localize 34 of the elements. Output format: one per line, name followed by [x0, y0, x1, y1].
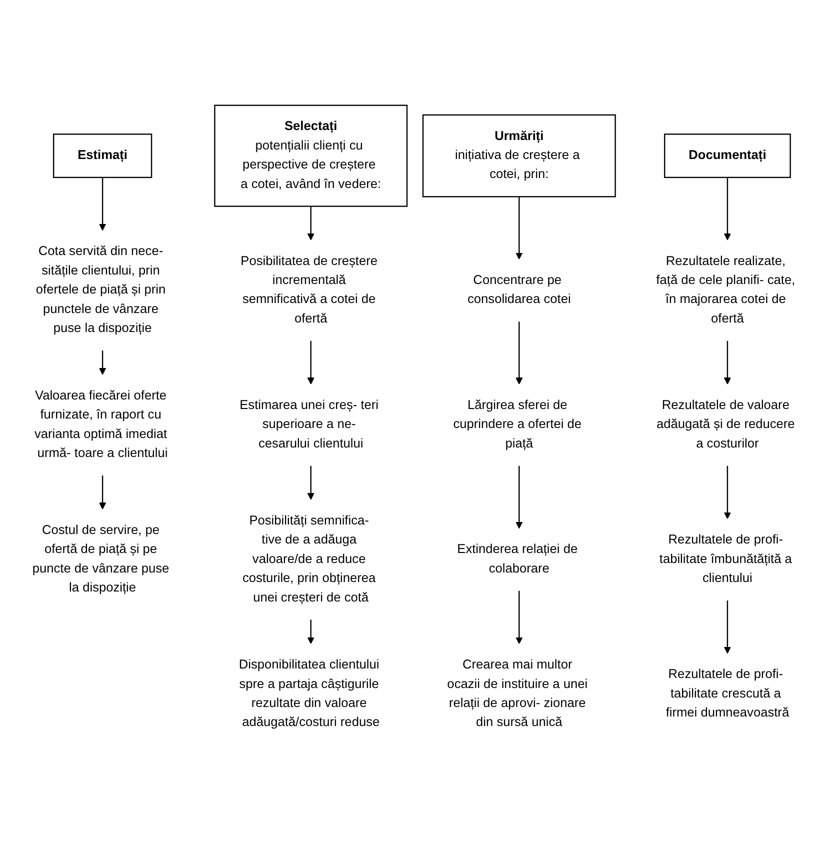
arrow [307, 340, 314, 384]
node-text: Lărgirea sferei de cuprindere a ofertei de piață [453, 398, 582, 451]
arrow [724, 340, 731, 384]
node-text: Extinderea relației de colaborare [457, 542, 578, 576]
arrow [99, 475, 106, 510]
arrow [307, 620, 314, 644]
node-box [664, 134, 791, 178]
arrow [99, 350, 106, 375]
arrow [724, 466, 731, 520]
node-box [214, 104, 408, 207]
node-text: Rezultatele realizate, față de cele planifi- cate, în majorarea cotei de ofertă [656, 254, 796, 326]
node-text: Valoarea fiecărei oferte furnizate, în raport cu varianta optimă imediat urmă- toare a clientului [34, 388, 168, 460]
arrow [99, 177, 106, 231]
arrow [516, 322, 523, 384]
arrow [516, 590, 523, 644]
node-text: Rezultatele de valoare adăugată și de reducere a costurilor [656, 398, 795, 451]
node-text: Posibilitatea de creștere incrementală semnificativă a cotei de ofertă [240, 254, 378, 326]
node-text: Disponibilitatea clientului spre a partaja câștigurile rezultate din valoare adăugată/costuri reduse [238, 658, 380, 730]
node-text: Crearea mai multor ocazii de instituire a unei relații de aprovi- zionare din sursă unică [447, 658, 588, 730]
arrow [724, 177, 731, 240]
node-text: Cota servită din nece- sitățile clientului, prin ofertele de piață și prin punctele de vânzare puse la dispoziție [36, 244, 166, 336]
arrow [516, 466, 523, 529]
node-text: Costul de servire, pe ofertă de piață și pe puncte de vânzare puse la dispoziție [32, 524, 170, 595]
arrow [307, 466, 314, 500]
arrow [307, 206, 314, 240]
node-box [52, 134, 152, 178]
node-text: Concentrare pe consolidarea cotei [467, 274, 571, 306]
node-text: Rezultatele de profi- tabilitate îmbunătățită a clientului [659, 533, 792, 586]
arrow [724, 600, 731, 654]
node-box [422, 114, 616, 198]
node-text: Estimarea unei creș- teri superioare a ne- cesarului clientului [240, 398, 379, 451]
node-text: Rezultatele de profi- tabilitate crescută a firmei dumneavoastră [666, 668, 790, 720]
node-text: Posibilități semnifica- tive de a adăuga valoare/de a reduce costurile, prin obținerea unei creșteri de cotă [242, 514, 376, 604]
arrow [516, 196, 523, 260]
